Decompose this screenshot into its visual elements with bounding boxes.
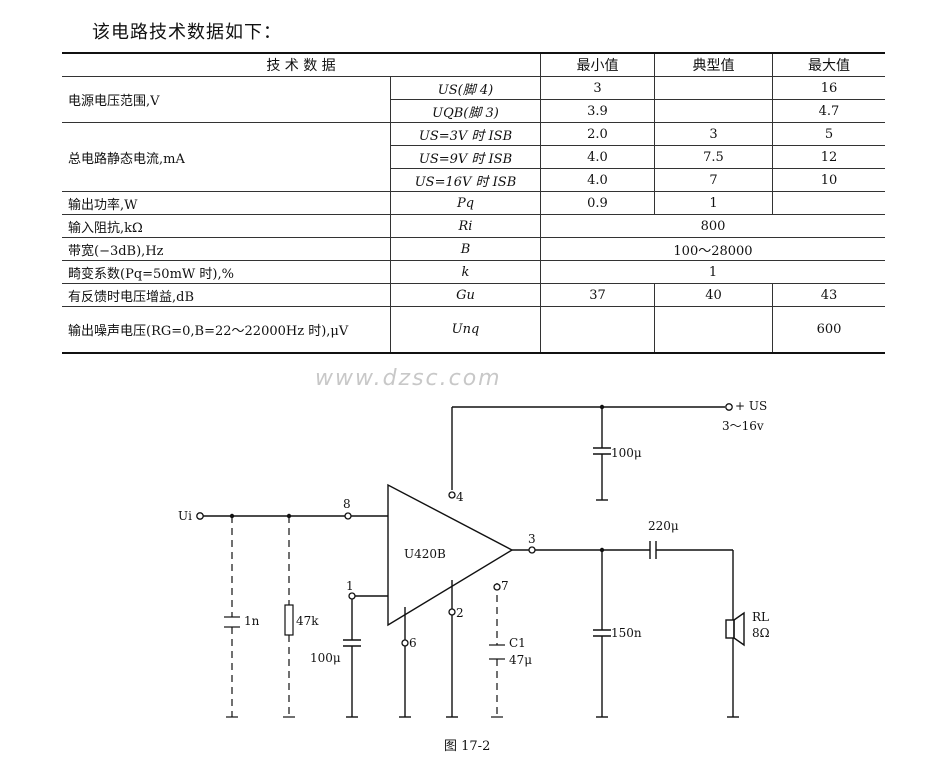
typ-cell: 7.5 [654, 145, 773, 169]
table-row: 输入阻抗,kΩ Ri 800 [62, 214, 885, 238]
r-in-label: 47k [296, 614, 319, 628]
pin-2: 2 [456, 606, 464, 620]
pin-6: 6 [409, 636, 417, 650]
pin-4: 4 [456, 490, 464, 504]
watermark: www.dzsc.com [315, 366, 502, 391]
symbol-cell: k [390, 260, 541, 284]
value-cell: 100～28000 [540, 237, 885, 261]
supply-label: + US [735, 399, 767, 413]
min-cell [540, 306, 655, 353]
c-150-label: 150n [611, 626, 642, 640]
table-row: 带宽(−3dB),Hz B 100～28000 [62, 237, 885, 261]
table-row: 输出功率,W Pq 0.9 1 [62, 191, 885, 215]
param-cell: 带宽(−3dB),Hz [62, 237, 391, 261]
min-cell: 37 [540, 283, 655, 307]
min-cell: 4.0 [540, 168, 655, 192]
param-cell: 总电路静态电流,mA [62, 122, 391, 192]
max-cell: 12 [772, 145, 885, 169]
table-row: US=16V 时 ISB 4.0 7 10 [62, 168, 885, 192]
min-cell: 4.0 [540, 145, 655, 169]
value-cell: 1 [540, 260, 885, 284]
load-label: RL [752, 610, 769, 624]
max-cell: 4.7 [772, 99, 885, 123]
param-cell: 输入阻抗,kΩ [62, 214, 391, 238]
typ-cell: 40 [654, 283, 773, 307]
section-heading: 该电路技术数据如下： [92, 22, 282, 43]
typ-cell [654, 306, 773, 353]
c-supply-label: 100μ [611, 446, 642, 460]
spec-table: 技 术 数 据 最小值 典型值 最大值 电源电压范围,V US(脚 4) 3 1… [62, 52, 885, 354]
max-cell: 16 [772, 76, 885, 100]
table-row: 畸变系数(Pq=50mW 时),% k 1 [62, 260, 885, 284]
pin-8: 8 [343, 497, 351, 511]
max-cell: 10 [772, 168, 885, 192]
symbol-cell: Gu [390, 283, 541, 307]
symbol-cell: US(脚 4) [390, 76, 541, 100]
symbol-cell: Unq [390, 306, 541, 353]
table-row: 有反馈时电压增益,dB Gu 37 40 43 [62, 283, 885, 307]
pin-3: 3 [528, 532, 536, 546]
c1-name: C1 [509, 636, 526, 650]
header-typ: 典型值 [654, 52, 773, 77]
c-pin1-label: 100μ [310, 651, 341, 665]
param-cell: 输出噪声电压(RG=0,B=22～22000Hz 时),μV [62, 306, 391, 353]
input-label: Ui [178, 509, 192, 523]
param-cell: 电源电压范围,V [62, 76, 391, 123]
table-row: US=9V 时 ISB 4.0 7.5 12 [62, 145, 885, 169]
symbol-cell: B [390, 237, 541, 261]
min-cell: 2.0 [540, 122, 655, 146]
c-in-label: 1n [244, 614, 260, 628]
figure-caption: 图 17-2 [444, 739, 491, 754]
typ-cell: 1 [654, 191, 773, 215]
max-cell: 43 [772, 283, 885, 307]
c-out-label: 220μ [648, 519, 679, 533]
header-max: 最大值 [772, 52, 885, 77]
max-cell: 5 [772, 122, 885, 146]
min-cell: 0.9 [540, 191, 655, 215]
param-cell: 有反馈时电压增益,dB [62, 283, 391, 307]
typ-cell [654, 99, 773, 123]
typ-cell: 7 [654, 168, 773, 192]
symbol-cell: US=3V 时 ISB [390, 122, 541, 146]
c1-value: 47μ [509, 653, 532, 667]
pin-7: 7 [501, 579, 509, 593]
symbol-cell: US=16V 时 ISB [390, 168, 541, 192]
table-header-row: 技 术 数 据 最小值 典型值 最大值 [62, 52, 885, 77]
load-value: 8Ω [752, 626, 770, 640]
header-min: 最小值 [540, 52, 655, 77]
value-cell: 800 [540, 214, 885, 238]
symbol-cell: Ri [390, 214, 541, 238]
max-cell: 600 [772, 306, 885, 353]
typ-cell [654, 76, 773, 100]
chip-label: U420B [404, 547, 446, 561]
max-cell [772, 191, 885, 215]
param-cell: 畸变系数(Pq=50mW 时),% [62, 260, 391, 284]
table-row: 输出噪声电压(RG=0,B=22～22000Hz 时),μV Unq 600 [62, 306, 885, 353]
circuit-diagram: U420B + US 3～16v Ui 8 4 3 1 6 2 7 100μ 1… [178, 399, 770, 718]
min-cell: 3.9 [540, 99, 655, 123]
symbol-cell: US=9V 时 ISB [390, 145, 541, 169]
supply-range: 3～16v [722, 419, 764, 433]
typ-cell: 3 [654, 122, 773, 146]
header-param: 技 术 数 据 [62, 52, 541, 77]
param-cell: 输出功率,W [62, 191, 391, 215]
table-row: 总电路静态电流,mA US=3V 时 ISB 2.0 3 5 [62, 122, 885, 192]
symbol-cell: UQB(脚 3) [390, 99, 541, 123]
table-row: 电源电压范围,V US(脚 4) 3 16 [62, 76, 885, 123]
symbol-cell: Pq [390, 191, 541, 215]
min-cell: 3 [540, 76, 655, 100]
pin-1: 1 [346, 579, 354, 593]
